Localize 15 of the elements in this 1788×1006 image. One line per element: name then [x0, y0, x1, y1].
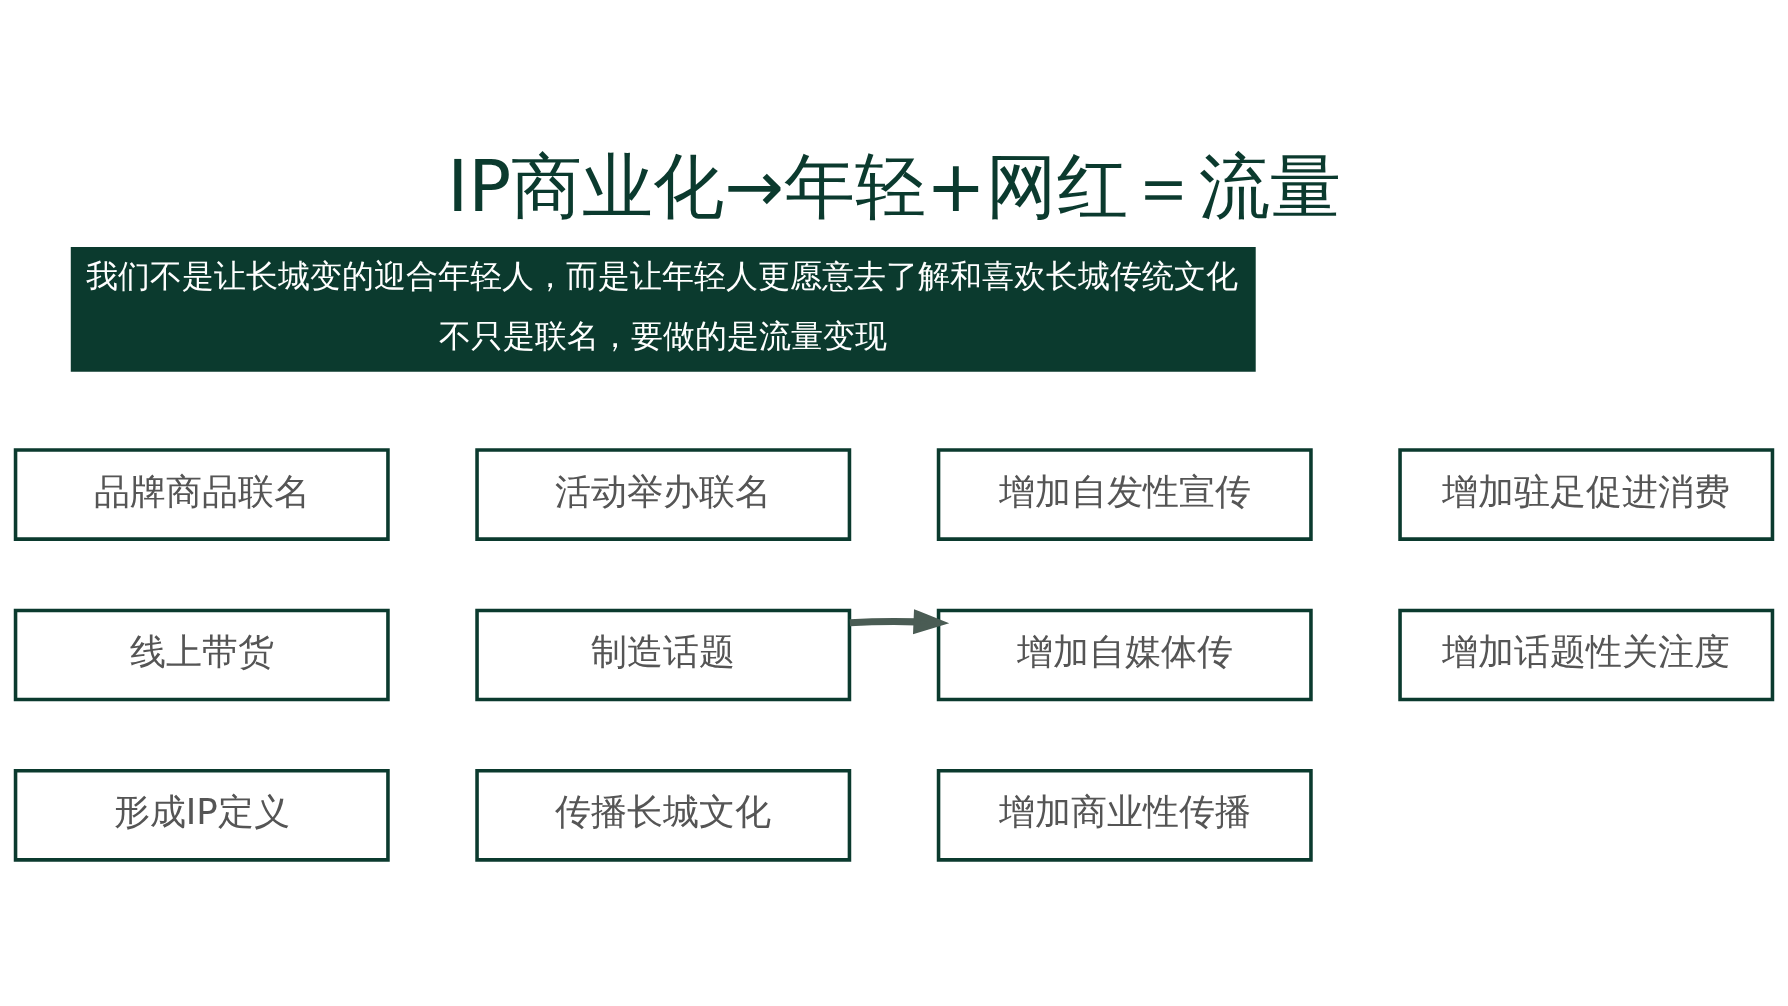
label: 不只是联名，要做的是流量变现 [438, 316, 887, 355]
diagram-title: IP商业化→年轻+网红＝流量 [447, 144, 1341, 228]
node-box: 增加自媒体传 [936, 608, 1313, 701]
node-box: 传播长城文化 [475, 768, 852, 862]
label: 我们不是让长城变的迎合年轻人，而是让年轻人更愿意去了解和喜欢长城传统文化 [85, 256, 1238, 295]
node-box: 增加话题性关注度 [1398, 608, 1775, 701]
node-box: 增加自发性宣传 [936, 447, 1313, 541]
arrow [849, 608, 950, 634]
node-box: 线上带货 [13, 608, 390, 701]
node-box: 形成IP定义 [13, 768, 390, 862]
node-box: 活动举办联名 [475, 447, 852, 541]
node-box: 制造话题 [475, 608, 852, 701]
node-box: 增加驻足促进消费 [1398, 447, 1775, 541]
node-box: 增加商业性传播 [936, 768, 1313, 862]
node-box: 品牌商品联名 [13, 447, 390, 541]
